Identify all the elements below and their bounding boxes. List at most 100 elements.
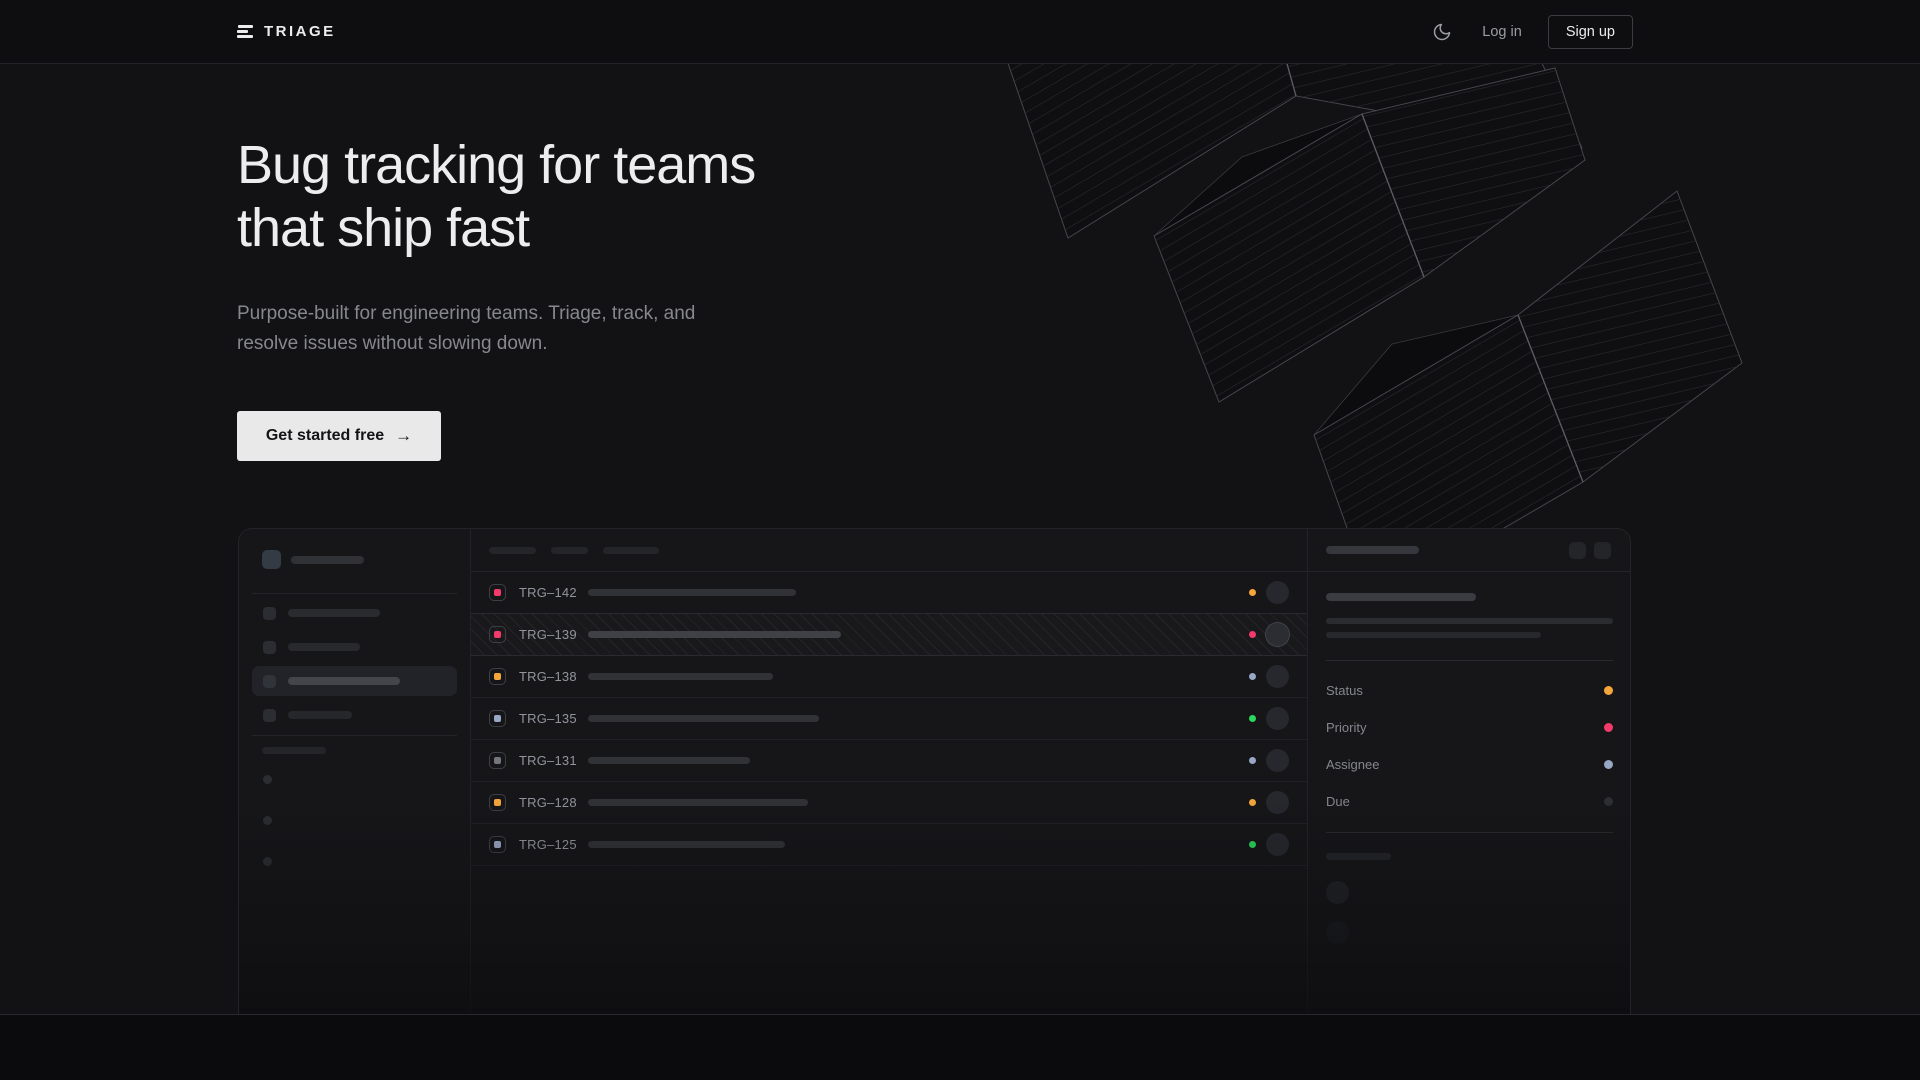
detail-property-rows: Status Priority Assignee Due bbox=[1326, 672, 1613, 820]
property-value-dot bbox=[1604, 723, 1613, 732]
signup-button[interactable]: Sign up bbox=[1547, 14, 1633, 49]
status-dot bbox=[1249, 799, 1256, 806]
top-nav: TRIAGE Log in Sign up bbox=[0, 0, 1920, 64]
property-label: Priority bbox=[1326, 720, 1367, 735]
triage-logo-icon bbox=[237, 25, 253, 38]
assignee-avatar-placeholder bbox=[1266, 581, 1289, 604]
sidebar-divider bbox=[252, 593, 457, 594]
property-value-dot bbox=[1604, 760, 1613, 769]
filter-pill-placeholder[interactable] bbox=[603, 546, 659, 554]
get-started-label: Get started free bbox=[265, 427, 385, 444]
issue-id: TRG–138 bbox=[519, 669, 577, 684]
issue-type-icon bbox=[489, 794, 506, 811]
detail-property-row[interactable]: Priority bbox=[1326, 709, 1613, 746]
property-label: Assignee bbox=[1326, 757, 1380, 772]
issue-id: TRG–128 bbox=[519, 795, 577, 810]
get-started-button[interactable]: Get started free → bbox=[237, 411, 441, 461]
issue-title-placeholder bbox=[588, 589, 796, 596]
issue-id: TRG–139 bbox=[519, 627, 577, 642]
issue-title-placeholder bbox=[588, 841, 785, 848]
detail-description-placeholder bbox=[1326, 618, 1613, 624]
issue-rows: TRG–142 TRG–139 TRG–138 TRG–135 bbox=[471, 572, 1307, 866]
property-value-dot bbox=[1604, 686, 1613, 695]
hero-title: Bug tracking for teams that ship fast bbox=[237, 134, 1920, 260]
brand-name: TRIAGE bbox=[264, 23, 336, 40]
detail-divider bbox=[1326, 832, 1613, 833]
issue-id: TRG–125 bbox=[519, 837, 577, 852]
issue-id: TRG–131 bbox=[519, 753, 577, 768]
issue-title-placeholder bbox=[588, 799, 808, 806]
issue-type-icon bbox=[489, 668, 506, 685]
sidebar-item[interactable] bbox=[252, 598, 457, 628]
login-link[interactable]: Log in bbox=[1482, 23, 1522, 40]
issue-row[interactable]: TRG–131 bbox=[471, 740, 1307, 782]
filter-pill-placeholder[interactable] bbox=[489, 546, 536, 554]
detail-property-row[interactable]: Status bbox=[1326, 672, 1613, 709]
issue-title-placeholder bbox=[588, 673, 773, 680]
assignee-avatar-placeholder bbox=[1266, 833, 1289, 856]
detail-title-placeholder bbox=[1326, 546, 1419, 554]
issue-type-icon bbox=[489, 752, 506, 769]
hero-section: Bug tracking for teams that ship fast Pu… bbox=[0, 64, 1920, 461]
assignee-avatar-placeholder bbox=[1266, 623, 1289, 646]
issue-row[interactable]: TRG–139 bbox=[471, 614, 1307, 656]
issue-title-placeholder bbox=[588, 757, 750, 764]
property-label: Status bbox=[1326, 683, 1363, 698]
hero-title-line2: that ship fast bbox=[237, 198, 530, 258]
detail-property-row[interactable]: Assignee bbox=[1326, 746, 1613, 783]
brand-logo[interactable]: TRIAGE bbox=[237, 23, 336, 40]
sidebar-dot-placeholder bbox=[263, 857, 272, 866]
footer-strip bbox=[0, 1014, 1920, 1080]
issue-type-icon bbox=[489, 626, 506, 643]
issue-row[interactable]: TRG–125 bbox=[471, 824, 1307, 866]
sidebar-item-active[interactable] bbox=[252, 666, 457, 696]
sidebar-item[interactable] bbox=[252, 700, 457, 730]
issue-type-icon bbox=[489, 710, 506, 727]
activity-avatar-placeholder bbox=[1326, 921, 1349, 944]
theme-toggle-moon-icon[interactable] bbox=[1432, 22, 1452, 42]
issue-row[interactable]: TRG–142 bbox=[471, 572, 1307, 614]
workspace-name-placeholder bbox=[291, 555, 364, 564]
status-dot bbox=[1249, 757, 1256, 764]
issue-row[interactable]: TRG–138 bbox=[471, 656, 1307, 698]
detail-description-placeholder bbox=[1326, 632, 1541, 638]
issue-row[interactable]: TRG–128 bbox=[471, 782, 1307, 824]
assignee-avatar-placeholder bbox=[1266, 791, 1289, 814]
issue-type-icon bbox=[489, 584, 506, 601]
status-dot bbox=[1249, 673, 1256, 680]
app-preview-mockup: TRG–142 TRG–139 TRG–138 TRG–135 bbox=[238, 528, 1631, 1014]
detail-activity-label-placeholder bbox=[1326, 853, 1391, 860]
assignee-avatar-placeholder bbox=[1266, 707, 1289, 730]
sidebar-nav-items bbox=[239, 598, 470, 730]
sidebar-divider bbox=[252, 735, 457, 736]
sidebar-item[interactable] bbox=[252, 632, 457, 662]
sidebar-dot-placeholder bbox=[263, 816, 272, 825]
property-value-dot bbox=[1604, 797, 1613, 806]
issue-row[interactable]: TRG–135 bbox=[471, 698, 1307, 740]
detail-property-row[interactable]: Due bbox=[1326, 783, 1613, 820]
activity-avatar-placeholder bbox=[1326, 881, 1349, 904]
mockup-sidebar bbox=[239, 529, 471, 1014]
issue-list-panel: TRG–142 TRG–139 TRG–138 TRG–135 bbox=[471, 529, 1308, 1014]
detail-body: Status Priority Assignee Due bbox=[1308, 572, 1630, 944]
hero-subtitle: Purpose-built for engineering teams. Tri… bbox=[237, 303, 696, 354]
property-label: Due bbox=[1326, 794, 1350, 809]
filter-pill-placeholder[interactable] bbox=[551, 546, 588, 554]
detail-action-placeholder[interactable] bbox=[1569, 541, 1586, 559]
detail-action-placeholder[interactable] bbox=[1594, 541, 1611, 559]
nav-actions: Log in Sign up bbox=[1432, 14, 1633, 49]
status-dot bbox=[1249, 841, 1256, 848]
issue-id: TRG–135 bbox=[519, 711, 577, 726]
detail-header bbox=[1308, 529, 1630, 572]
status-dot bbox=[1249, 715, 1256, 722]
issue-list-toolbar bbox=[471, 529, 1307, 572]
issue-title-placeholder bbox=[588, 715, 819, 722]
workspace-switcher-skeleton[interactable] bbox=[262, 550, 470, 569]
issue-type-icon bbox=[489, 836, 506, 853]
status-dot bbox=[1249, 589, 1256, 596]
sidebar-section-label-placeholder bbox=[262, 747, 326, 754]
status-dot bbox=[1249, 631, 1256, 638]
assignee-avatar-placeholder bbox=[1266, 665, 1289, 688]
detail-divider bbox=[1326, 660, 1613, 661]
workspace-avatar-placeholder bbox=[262, 550, 281, 569]
